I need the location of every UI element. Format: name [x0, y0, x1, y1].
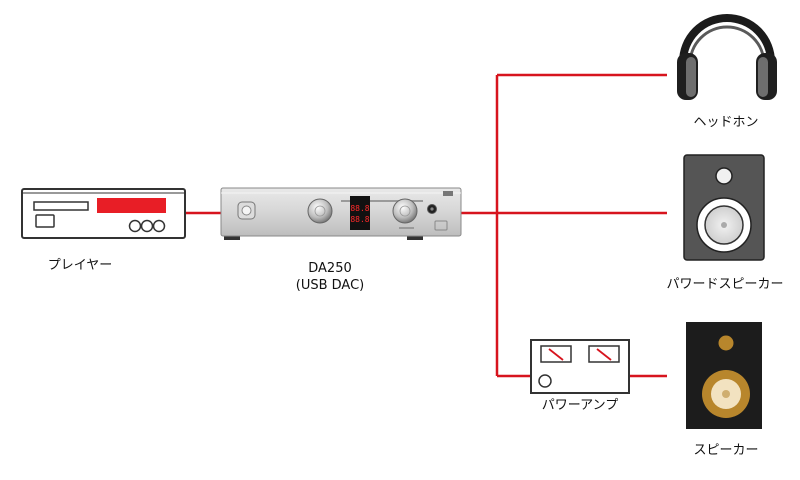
dac-display-row1: 88.8 [350, 204, 369, 213]
dac-type-label: (USB DAC) [295, 278, 365, 293]
cables [185, 73, 667, 378]
dac-display-icon [350, 196, 370, 230]
usb-dac-icon: 88.8 88.8 [220, 187, 462, 240]
powered-speaker-icon [683, 154, 765, 261]
tweeter-icon [715, 167, 733, 185]
headphones-label: ヘッドホン [693, 115, 759, 130]
disc-tray-icon [33, 201, 89, 211]
power-amp-icon [530, 339, 630, 394]
dac-input-knob-icon [307, 198, 333, 224]
headphones-icon [677, 14, 777, 100]
speaker-icon [686, 322, 762, 429]
powered-speaker-label: パワードスピーカー [666, 277, 784, 292]
dac-display-row2: 88.8 [350, 215, 369, 224]
player-display-icon [97, 198, 166, 213]
speaker-label: スピーカー [693, 443, 759, 458]
dac-volume-knob-icon [392, 198, 418, 224]
dac-model-label: DA250 [308, 261, 352, 276]
amp-knob-icon [538, 374, 552, 388]
player-icon [21, 188, 186, 239]
player-button-icon [35, 214, 55, 228]
speaker-tweeter-icon [718, 335, 734, 351]
power-amp-label: パワーアンプ [541, 398, 619, 413]
player-label: プレイヤー [47, 258, 113, 273]
